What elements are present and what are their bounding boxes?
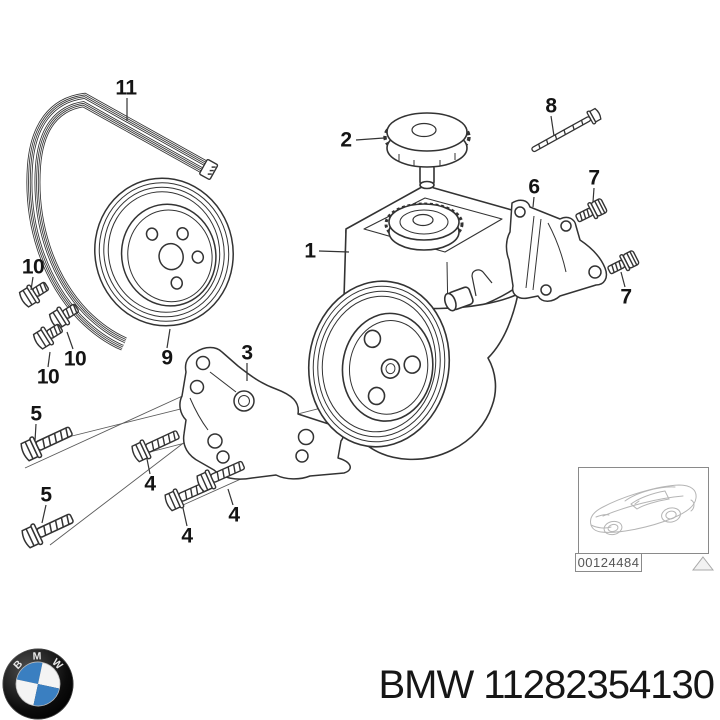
bmw-roundel-logo: B M W [2, 648, 74, 720]
hex-bolt-10-a [17, 277, 52, 309]
cap-bolt-7-a [572, 196, 609, 227]
reservoir-cap-installed-drawing [384, 202, 464, 251]
long-bolt-5-a [19, 421, 76, 463]
callout-label-9: 9 [161, 346, 173, 370]
exploded-parts-drawing [0, 0, 641, 648]
mounting-bracket-drawing [179, 346, 351, 480]
serpentine-belt-drawing [33, 100, 219, 344]
callout-label-5a: 5 [30, 402, 42, 426]
svg-text:M: M [32, 650, 41, 662]
reservoir-cap-drawing [383, 112, 471, 190]
callout-label-3: 3 [241, 341, 253, 365]
car-sketch-icon [590, 484, 697, 536]
callout-label-1: 1 [304, 239, 316, 263]
callout-label-10b: 10 [63, 347, 87, 371]
callout-label-7b: 7 [620, 285, 632, 309]
callout-label-5b: 5 [40, 483, 52, 507]
callout-label-4a: 4 [144, 472, 156, 496]
vehicle-thumbnail [578, 467, 709, 554]
part-number-text: 11282354130 [483, 663, 715, 707]
callout-label-10c: 10 [36, 365, 60, 389]
callout-label-2: 2 [340, 128, 352, 152]
pump-assembly-drawing [307, 185, 523, 461]
callout-label-7a: 7 [588, 166, 600, 190]
callout-label-4c: 4 [228, 503, 240, 527]
callout-leader-lines [30, 98, 626, 527]
print-triangle-icon [692, 556, 714, 571]
callout-label-11: 11 [115, 76, 137, 100]
long-thin-bolt-8 [528, 106, 604, 157]
support-bracket-drawing [505, 199, 608, 302]
belt-end-cap [199, 158, 219, 180]
callout-label-6: 6 [528, 175, 540, 199]
cap-bolt-7-b [604, 248, 641, 279]
callout-label-8: 8 [545, 94, 557, 118]
crank-pulley-drawing [94, 177, 234, 327]
image-code: 00124484 [577, 555, 640, 570]
callout-label-10a: 10 [21, 255, 45, 279]
hex-bolt-4-a [130, 425, 182, 464]
long-bolt-5-b [20, 508, 77, 550]
pump-pulley-drawing [307, 280, 451, 448]
image-code-box: 00124484 [575, 553, 642, 572]
callout-label-4b: 4 [181, 524, 193, 548]
outlet-fitting-drawing [443, 286, 474, 312]
brand-text: BMW [378, 663, 474, 707]
